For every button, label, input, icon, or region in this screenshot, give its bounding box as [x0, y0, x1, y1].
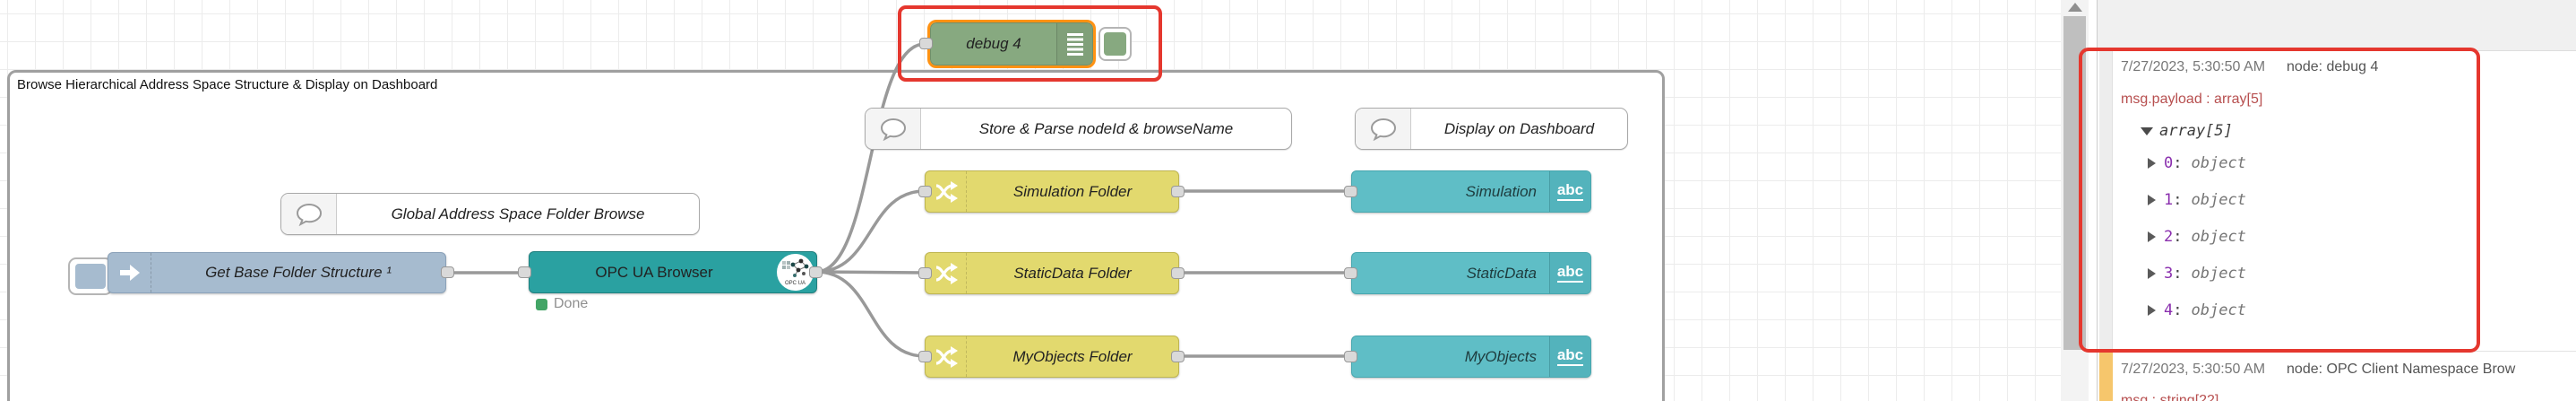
ui-text-node-label: StaticData — [1466, 264, 1537, 282]
comment-node-store-parse[interactable]: Store & Parse nodeId & browseName — [865, 108, 1292, 150]
comment-node-display-dashboard[interactable]: Display on Dashboard — [1355, 108, 1628, 150]
ui-text-node-myobjects[interactable]: MyObjects abc — [1351, 336, 1591, 378]
opcua-icon-text: OPC UA — [785, 281, 806, 286]
expand-icon[interactable] — [2148, 268, 2156, 279]
scrollbar-thumb[interactable] — [2063, 16, 2086, 350]
port-ui2-input[interactable] — [1344, 267, 1357, 279]
comment-bubble-icon — [281, 194, 337, 234]
status-dot-icon — [536, 298, 547, 310]
change-node-label: MyObjects Folder — [1012, 347, 1133, 365]
wire[interactable] — [815, 189, 926, 274]
ui-text-node-simulation[interactable]: Simulation abc — [1351, 170, 1591, 213]
message-meta: 7/27/2023, 5:30:50 AM node: debug 4 — [2121, 59, 2378, 75]
message-meta: 7/27/2023, 5:30:50 AM node: OPC Client Na… — [2121, 362, 2515, 378]
change-swap-icon — [926, 336, 967, 377]
port-debug-input[interactable] — [919, 38, 933, 49]
tree-item-row[interactable]: 1:object — [2148, 191, 2246, 209]
group-title: Browse Hierarchical Address Space Struct… — [17, 77, 438, 92]
message-property: msg : string[22] — [2121, 393, 2219, 401]
message-left-strip — [2099, 352, 2113, 401]
wire[interactable] — [815, 270, 926, 275]
tree-root-row[interactable]: array[5] — [2141, 122, 2233, 140]
port-change2-input[interactable] — [918, 267, 932, 279]
expand-icon[interactable] — [2148, 158, 2156, 169]
inject-node-label: Get Base Folder Structure ¹ — [205, 264, 392, 281]
change-swap-icon — [926, 171, 967, 212]
message-node-ref: node: debug 4 — [2287, 59, 2379, 74]
tree-item-row[interactable]: 4:object — [2148, 301, 2246, 319]
port-opcua-input[interactable] — [518, 266, 531, 278]
debug-node-label: debug 4 — [966, 35, 1021, 52]
abc-text-icon: abc — [1549, 171, 1590, 212]
comment-node-global-browse[interactable]: Global Address Space Folder Browse — [280, 193, 700, 235]
port-change3-output[interactable] — [1171, 351, 1185, 362]
tree-item-row[interactable]: 3:object — [2148, 265, 2246, 283]
message-node-ref: node: OPC Client Namespace Brow — [2287, 362, 2516, 377]
ui-text-node-label: MyObjects — [1464, 347, 1537, 365]
opcua-node-label: OPC UA Browser — [595, 263, 713, 281]
flow-canvas[interactable]: Browse Hierarchical Address Space Struct… — [0, 0, 2061, 401]
wires-layer — [447, 42, 1347, 358]
change-swap-icon — [926, 253, 967, 293]
comment-bubble-icon — [866, 109, 921, 149]
port-change3-input[interactable] — [918, 351, 932, 362]
port-change1-output[interactable] — [1171, 186, 1185, 197]
arrow-up-icon — [2067, 3, 2082, 12]
wire[interactable] — [815, 270, 926, 358]
message-property: msg.payload : array[5] — [2121, 92, 2263, 107]
expand-icon[interactable] — [2148, 305, 2156, 316]
expand-icon[interactable] — [2148, 231, 2156, 242]
message-timestamp: 7/27/2023, 5:30:50 AM — [2121, 59, 2266, 74]
debug-sidebar: 7/27/2023, 5:30:50 AM node: debug 4 msg.p… — [2097, 0, 2576, 401]
tree-item-row[interactable]: 0:object — [2148, 154, 2246, 172]
inject-arrow-icon — [108, 253, 151, 292]
inject-node[interactable]: Get Base Folder Structure ¹ — [108, 252, 446, 293]
ui-text-node-staticdata[interactable]: StaticData abc — [1351, 252, 1591, 294]
change-node-staticdata-folder[interactable]: StaticData Folder — [925, 252, 1179, 294]
abc-text-icon: abc — [1549, 336, 1590, 377]
ui-text-node-label: Simulation — [1465, 182, 1537, 200]
comment-label: Store & Parse nodeId & browseName — [978, 119, 1234, 137]
comment-label: Global Address Space Folder Browse — [391, 205, 645, 222]
message-divider — [2098, 351, 2576, 352]
comment-bubble-icon — [1356, 109, 1411, 149]
opcua-node-status: Done — [536, 296, 588, 312]
status-label: Done — [554, 296, 589, 311]
port-change1-input[interactable] — [918, 186, 932, 197]
abc-text-icon: abc — [1549, 253, 1590, 293]
debug-enable-toggle[interactable] — [1098, 27, 1132, 61]
comment-label: Display on Dashboard — [1443, 119, 1595, 137]
wire[interactable] — [815, 42, 926, 274]
port-change2-output[interactable] — [1171, 267, 1185, 279]
change-node-myobjects-folder[interactable]: MyObjects Folder — [925, 336, 1179, 378]
port-inject-output[interactable] — [441, 266, 454, 278]
port-opcua-output[interactable] — [809, 266, 823, 278]
port-ui3-input[interactable] — [1344, 351, 1357, 362]
change-node-label: StaticData Folder — [1013, 264, 1132, 282]
change-node-simulation-folder[interactable]: Simulation Folder — [925, 170, 1179, 213]
inject-trigger-button[interactable] — [68, 257, 113, 295]
scroll-up-button[interactable] — [2061, 0, 2089, 14]
message-timestamp: 7/27/2023, 5:30:50 AM — [2121, 362, 2266, 377]
tree-item-row[interactable]: 2:object — [2148, 228, 2246, 246]
sidebar-top-strip — [2098, 0, 2576, 51]
opcua-icon: OPC UA — [777, 254, 814, 291]
debug-list-icon — [1056, 23, 1092, 65]
tree-root-label: array[5] — [2159, 122, 2233, 140]
port-ui1-input[interactable] — [1344, 186, 1357, 197]
collapse-icon[interactable] — [2141, 126, 2153, 135]
opcua-browser-node[interactable]: OPC UA Browser OPC UA — [529, 251, 817, 293]
debug-node[interactable]: debug 4 — [927, 20, 1096, 68]
message-left-strip — [2099, 51, 2113, 351]
workspace-scrollbar[interactable] — [2061, 0, 2089, 401]
change-node-label: Simulation Folder — [1012, 182, 1133, 200]
expand-icon[interactable] — [2148, 195, 2156, 205]
